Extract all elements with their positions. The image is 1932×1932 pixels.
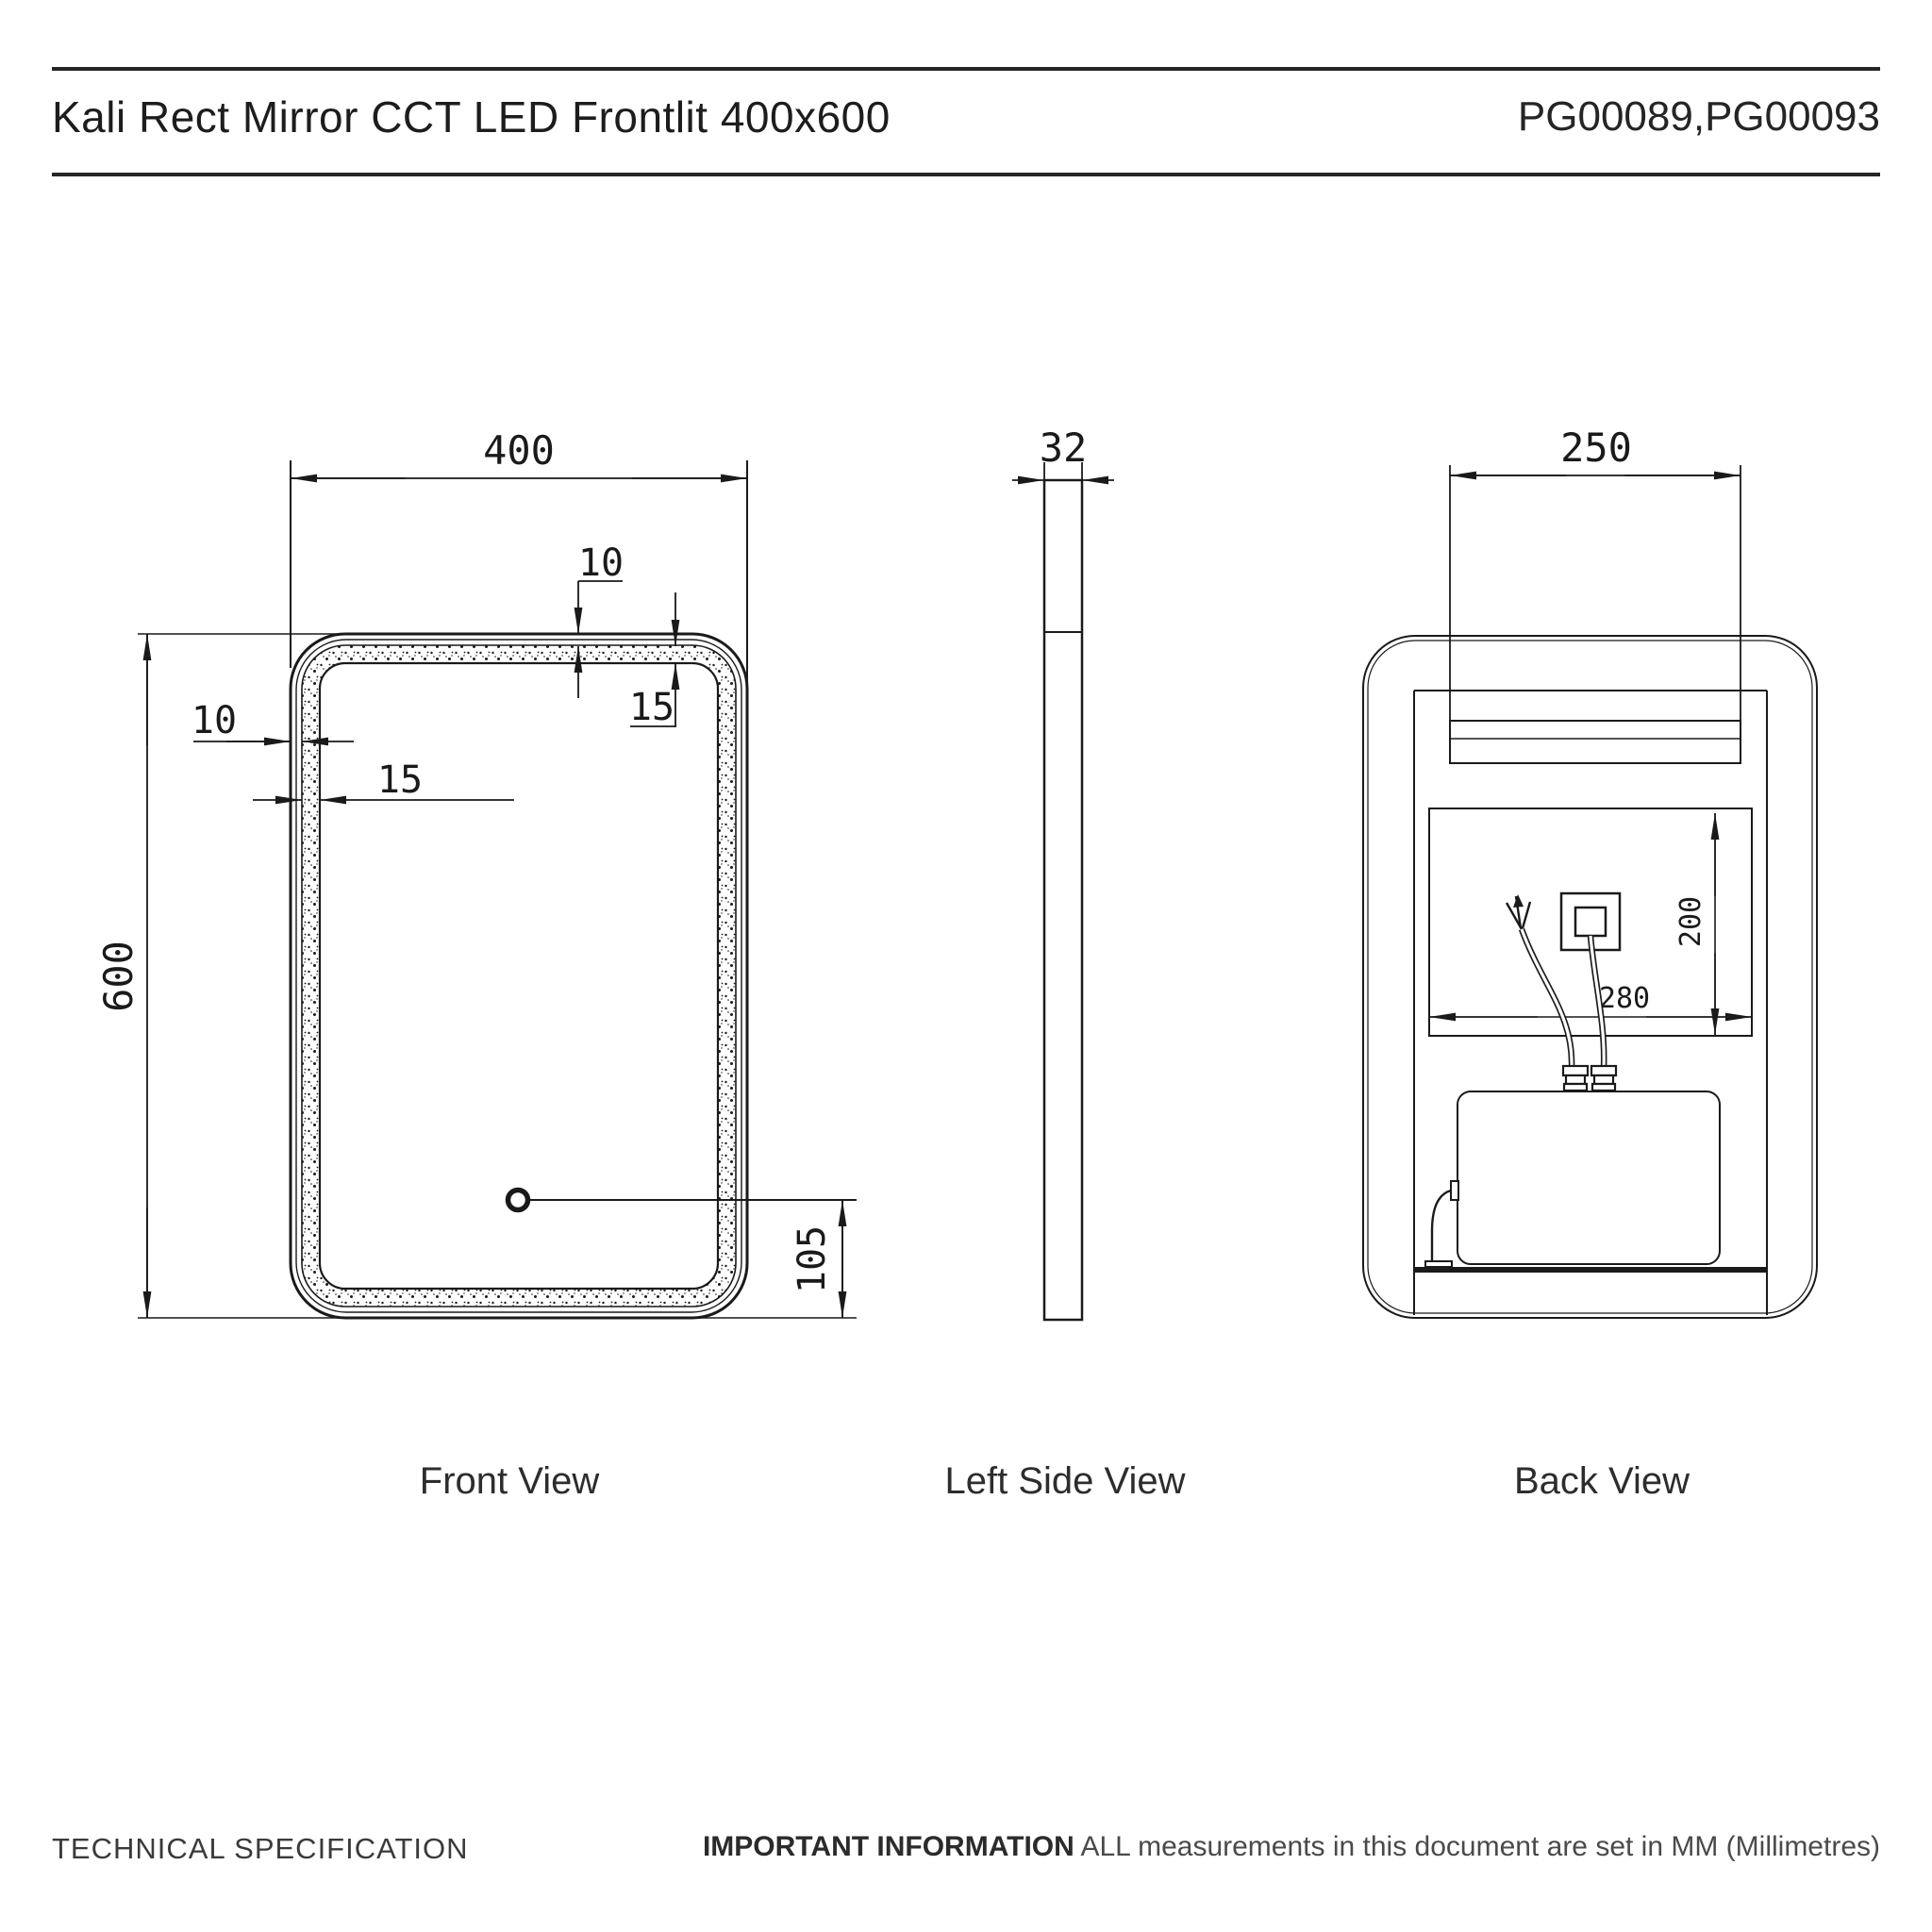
header-rule-top	[52, 67, 1880, 71]
dim-text-400: 400	[483, 427, 555, 474]
dim-edge-gap-top-10: 10	[574, 541, 624, 698]
footer-important-label: IMPORTANT INFORMATION	[702, 1831, 1074, 1862]
dim-height-600: 600	[95, 633, 857, 1319]
dim-cutout-width-280: 280	[1429, 982, 1752, 1022]
dim-text-250: 250	[1560, 425, 1632, 471]
footer-technical-specification: TECHNICAL SPECIFICATION	[52, 1832, 469, 1865]
dim-text-15-top: 15	[629, 686, 675, 729]
cable-gland-left	[1561, 1064, 1590, 1092]
supply-wire	[1505, 894, 1575, 1069]
mirror-outline	[289, 632, 749, 1320]
back-outline-inner	[1367, 640, 1813, 1314]
dim-text-32: 32	[1040, 425, 1088, 471]
header-rule-bottom	[52, 173, 1880, 176]
dim-text-105: 105	[791, 1225, 834, 1293]
dim-band-width-top-15: 15	[629, 592, 680, 729]
dim-cutout-height-200: 200	[1674, 813, 1720, 1035]
side-profile-outline	[1042, 478, 1084, 1322]
led-band-outer-line	[301, 644, 737, 1307]
back-view-drawing: 250 200 280	[1362, 425, 1818, 1319]
page-title: Kali Rect Mirror CCT LED Frontlit 400x60…	[52, 92, 891, 142]
dim-edge-gap-left-10: 10	[192, 699, 354, 746]
cable-gland-right	[1590, 1064, 1618, 1092]
dim-text-10-top: 10	[578, 541, 624, 585]
touch-sensor-circle	[505, 1187, 531, 1213]
back-frame-bottom-bar	[1414, 1267, 1767, 1273]
cutout-template-rect	[1428, 808, 1753, 1037]
side-view-label: Left Side View	[944, 1460, 1186, 1502]
dim-depth-32: 32	[1012, 425, 1114, 485]
led-band-inner-line	[318, 661, 720, 1291]
product-codes: PG00089,PG00093	[1517, 93, 1880, 140]
back-view-label: Back View	[1513, 1460, 1690, 1502]
side-view-drawing: 32	[1012, 425, 1114, 1322]
back-outline-outer	[1362, 635, 1818, 1319]
hanging-rail	[1449, 720, 1741, 764]
dim-text-200: 200	[1674, 896, 1707, 947]
dim-text-280: 280	[1599, 982, 1650, 1015]
dim-rail-width-250: 250	[1449, 425, 1741, 721]
dim-text-600: 600	[95, 941, 142, 1012]
driver-cable	[1424, 1180, 1459, 1268]
dim-text-10-left: 10	[192, 699, 237, 742]
front-view-label: Front View	[419, 1460, 600, 1502]
footer-important-information: IMPORTANT INFORMATION ALL measurements i…	[703, 1831, 1880, 1863]
led-band-stipple	[302, 645, 736, 1307]
driver-box	[1457, 1091, 1721, 1265]
junction-box-wire	[1587, 935, 1607, 1069]
dim-band-width-left-15: 15	[253, 758, 514, 805]
front-view-drawing: 400 600 105	[95, 427, 857, 1320]
dim-text-15-left: 15	[377, 758, 423, 802]
footer-measurements-note: ALL measurements in this document are se…	[1074, 1831, 1880, 1862]
dim-sensor-offset-105: 105	[791, 1200, 847, 1318]
wire-fray-strands	[1505, 894, 1532, 930]
driver-cable-foot	[1424, 1260, 1453, 1268]
mirror-bevel-line	[295, 639, 742, 1313]
driver-cable-plug	[1450, 1180, 1459, 1201]
